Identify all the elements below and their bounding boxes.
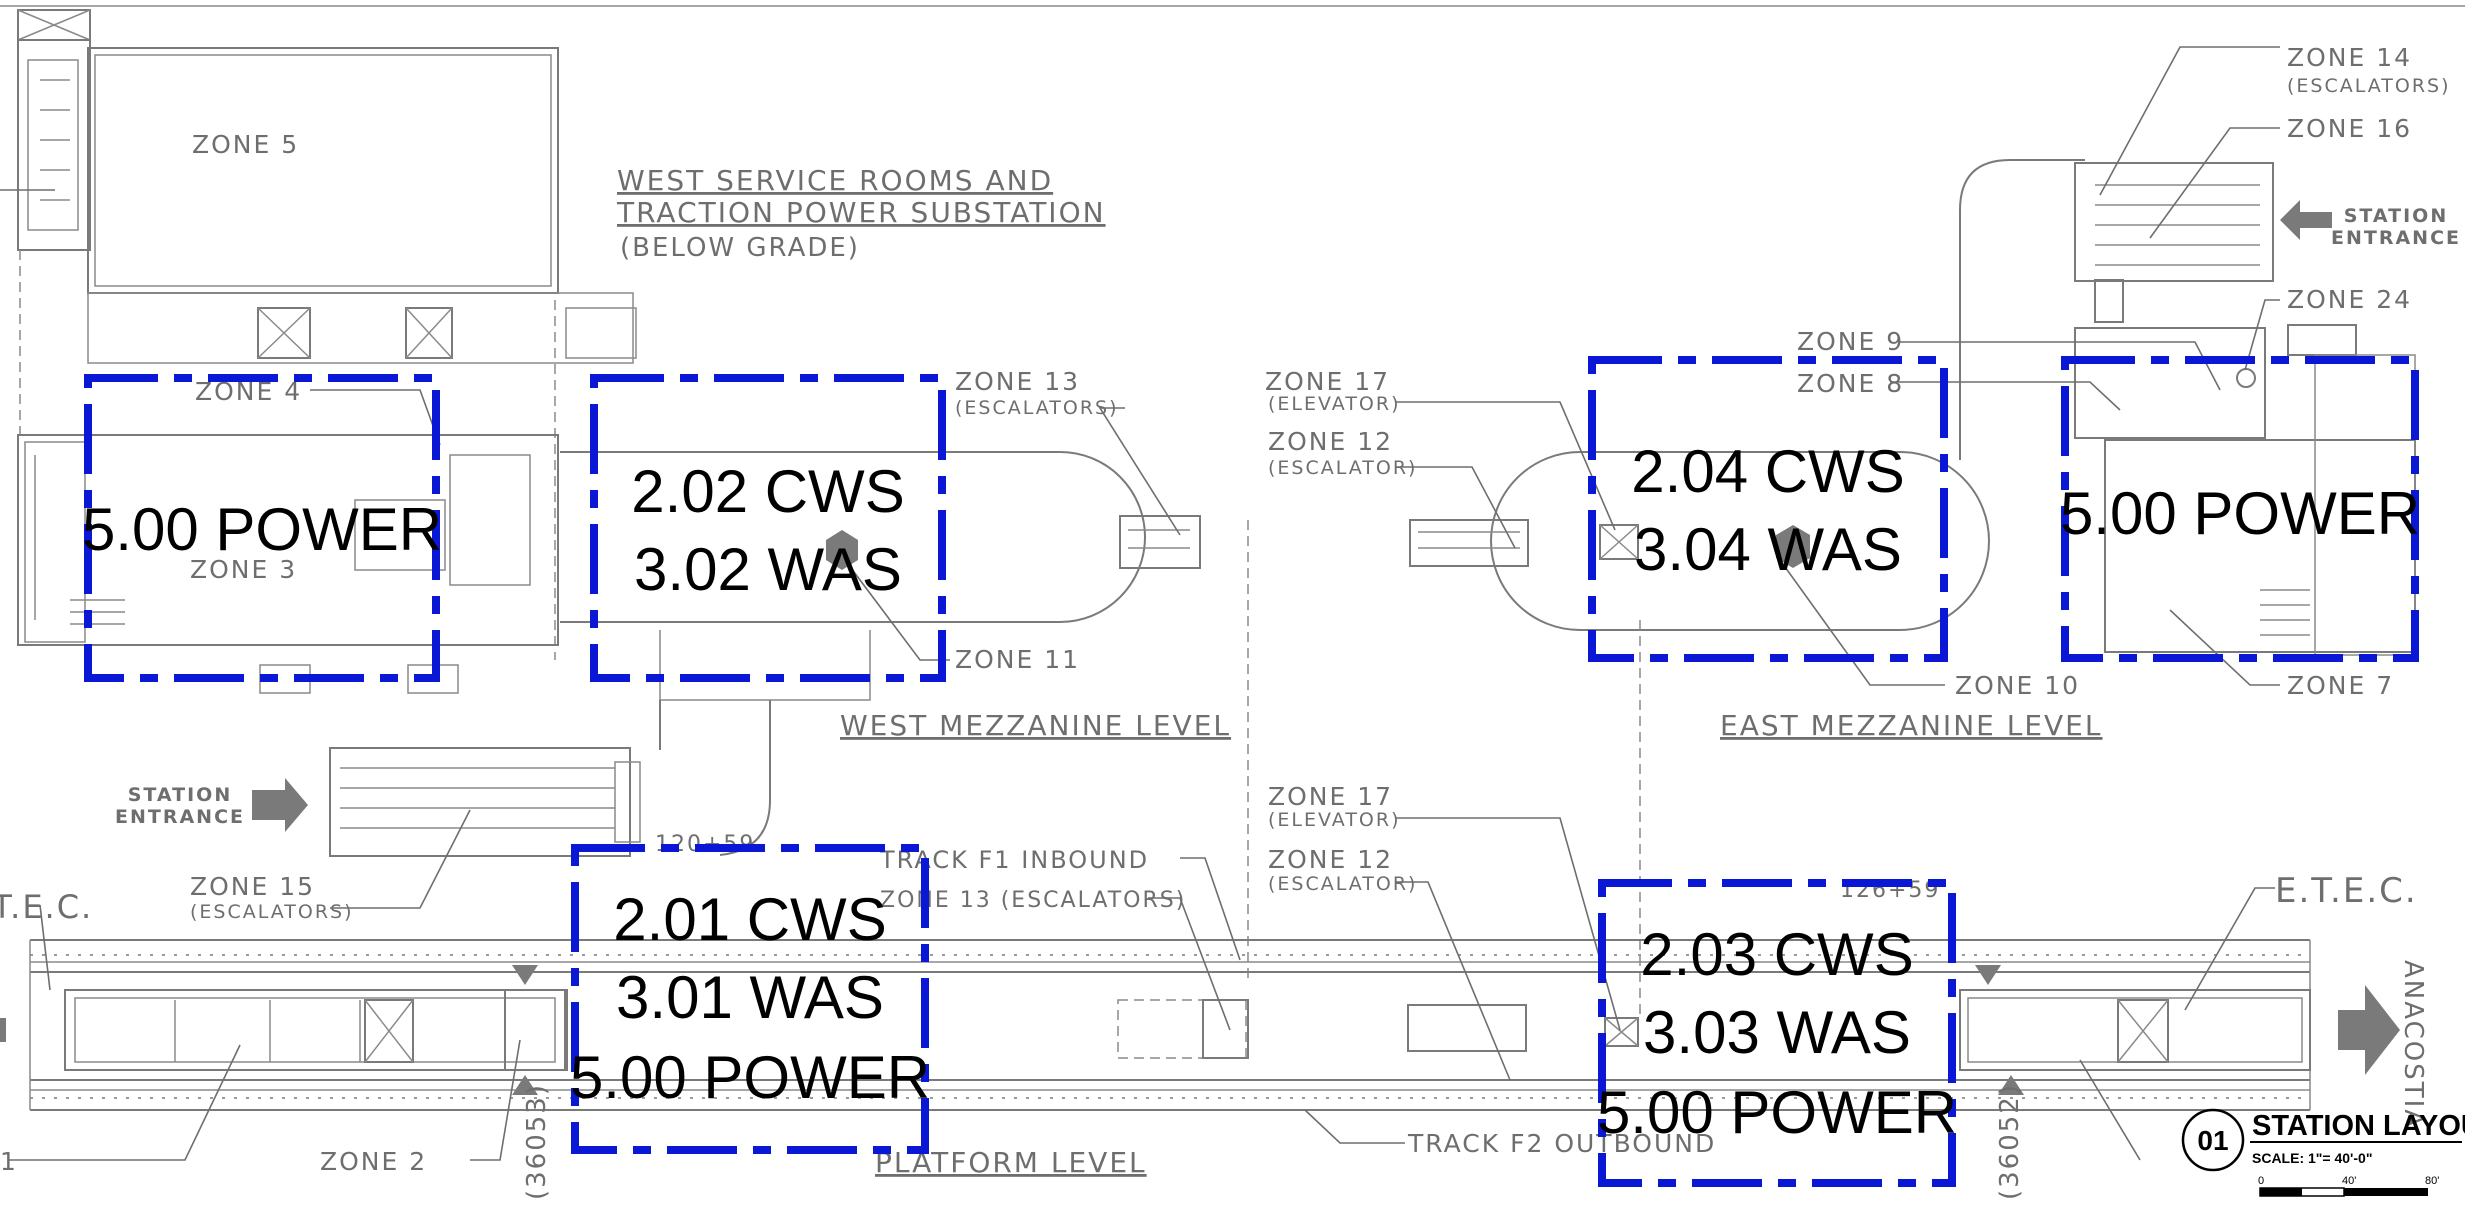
east-plat-power-callout: 5.00 POWER xyxy=(1597,1079,1957,1146)
west-plat-power-callout: 5.00 POWER xyxy=(570,1044,930,1111)
zone-17-top-label: ZONE 17 xyxy=(1265,367,1390,396)
scale-bar-40: 40' xyxy=(2342,1175,2356,1187)
zone-12-bottom-label: ZONE 12 xyxy=(1268,845,1393,874)
zone-15-label: ZONE 15 xyxy=(190,872,315,901)
scale-bar-right xyxy=(2344,1188,2428,1196)
hex-marker-icon-east xyxy=(1776,525,1810,568)
scale-bar-80: 80' xyxy=(2425,1175,2439,1187)
traction-power-heading: TRACTION POWER SUBSTATION xyxy=(616,196,1106,229)
zone-16-label: ZONE 16 xyxy=(2287,114,2412,143)
zone-13-label: ZONE 13 xyxy=(955,367,1080,396)
east-plat-was-callout: 3.03 WAS xyxy=(1643,999,1911,1066)
below-grade-note: (BELOW GRADE) xyxy=(620,233,860,263)
west-power-callout: 5.00 POWER xyxy=(82,496,442,563)
east-mezzanine-zone[interactable] xyxy=(1588,356,1948,662)
zone-8-label: ZONE 8 xyxy=(1797,369,1904,398)
zone-3-label: ZONE 3 xyxy=(190,555,297,584)
hex-marker-icon xyxy=(826,530,858,570)
west-platform-zone[interactable] xyxy=(571,844,929,1154)
west-service-rooms xyxy=(0,9,637,694)
direction-arrow-icon xyxy=(2338,985,2400,1075)
zone-5-label: ZONE 5 xyxy=(192,130,299,159)
east-plat-cws-callout: 2.03 CWS xyxy=(1640,921,1913,988)
zone-9-label: ZONE 9 xyxy=(1797,327,1904,356)
column-36053-label: (36053) xyxy=(522,1083,552,1200)
zone-15-sub: (ESCALATORS) xyxy=(190,901,354,923)
anacostia-label: ANACOSTIA xyxy=(2398,960,2428,1129)
title-block: 01 STATION LAYOUT SCALE: 1"= 40'-0" 0 40… xyxy=(2181,1108,2465,1197)
station-entrance-top-line2: ENTRANCE xyxy=(2331,227,2461,249)
platform-marker-icon-3 xyxy=(1975,965,2001,985)
west-service-heading: WEST SERVICE ROOMS AND xyxy=(617,164,1053,197)
platform-marker-icon-4 xyxy=(1998,1075,2024,1095)
drawing-scale: SCALE: 1"= 40'-0" xyxy=(2252,1150,2372,1166)
zone-callouts: 5.00 POWER 2.02 CWS 3.02 WAS 2.04 CWS 3.… xyxy=(82,438,2420,1146)
system-zone-outlines xyxy=(84,356,2419,1187)
east-power-zone[interactable] xyxy=(2061,356,2419,662)
west-mezzanine-zone[interactable] xyxy=(590,374,946,682)
west-plat-was-callout: 3.01 WAS xyxy=(616,964,884,1031)
east-platform-zone[interactable] xyxy=(1598,879,1956,1187)
zone-7-label: ZONE 7 xyxy=(2287,671,2394,700)
leader-lines xyxy=(8,46,2280,1161)
station-entrance-arrow-icon-top xyxy=(2280,200,2332,240)
zone-17-bottom-label: ZONE 17 xyxy=(1268,782,1393,811)
zone-17-bottom-sub: (ELEVATOR) xyxy=(1268,809,1401,831)
station-entrance-left-line2: ENTRANCE xyxy=(115,806,245,828)
station-entrance-left-line1: STATION xyxy=(128,784,232,806)
station-entrance-arrow-icon xyxy=(252,778,308,832)
west-plat-cws-callout: 2.01 CWS xyxy=(613,886,886,953)
zone-12-top-sub: (ESCALATOR) xyxy=(1268,457,1417,479)
zone-11-label: ZONE 11 xyxy=(955,645,1080,674)
east-mezz-cws-callout: 2.04 CWS xyxy=(1631,438,1904,505)
column-36052-label: (36052) xyxy=(1995,1083,2025,1200)
drawing-number-circle xyxy=(2181,1108,2245,1172)
etec-right-label: E.T.E.C. xyxy=(2275,871,2418,911)
scale-bar-fill xyxy=(2260,1188,2302,1196)
east-mezzanine-heading: EAST MEZZANINE LEVEL xyxy=(1720,709,2102,742)
platform-marker-icon-2 xyxy=(512,1075,538,1095)
track-f2-label: TRACK F2 OUTBOUND xyxy=(1407,1129,1716,1158)
cad-labels: ZONE 5 WEST SERVICE ROOMS AND TRACTION P… xyxy=(0,43,2461,1200)
zone-24-label: ZONE 24 xyxy=(2287,285,2412,314)
zone-13-sub: (ESCALATORS) xyxy=(955,397,1119,419)
platform-marker-icon xyxy=(512,965,538,985)
east-power-callout: 5.00 POWER xyxy=(2060,480,2420,547)
drawing-title: STATION LAYOUT xyxy=(2252,1110,2465,1142)
west-mezz-cws-callout: 2.02 CWS xyxy=(631,458,904,525)
platform-tracks xyxy=(0,939,2400,1111)
zone-12-top-label: ZONE 12 xyxy=(1268,427,1393,456)
east-mezz-was-callout: 3.04 WAS xyxy=(1634,516,1902,583)
zone-13-bottom-label: ZONE 13 (ESCALATORS) xyxy=(880,888,1186,913)
zone-14-label: ZONE 14 xyxy=(2287,43,2412,72)
zone-12-bottom-sub: (ESCALATOR) xyxy=(1268,873,1417,895)
station-entrance-top-line1: STATION xyxy=(2344,205,2448,227)
west-mezzanine-outline xyxy=(560,451,1249,980)
west-power-zone[interactable] xyxy=(84,374,440,682)
west-entrance-escalators xyxy=(252,747,641,857)
zone-14-sub: (ESCALATORS) xyxy=(2287,75,2451,97)
edge-number-label: 1 xyxy=(0,1147,18,1176)
column-circle-icon xyxy=(2236,368,2256,388)
zone-17-top-sub: (ELEVATOR) xyxy=(1268,393,1401,415)
west-mezz-was-callout: 3.02 WAS xyxy=(634,536,902,603)
track-f1-label: TRACK F1 INBOUND xyxy=(879,846,1149,874)
west-mezzanine-heading: WEST MEZZANINE LEVEL xyxy=(840,709,1231,742)
east-mezzanine-outline xyxy=(1409,451,1990,1020)
zone-10-label: ZONE 10 xyxy=(1955,671,2080,700)
scale-bar-zero: 0 xyxy=(2258,1175,2264,1187)
zone-2-label: ZONE 2 xyxy=(320,1147,427,1176)
etec-left-label: E.T.E.C. xyxy=(0,888,93,926)
drawing-number: 01 xyxy=(2197,1125,2228,1156)
